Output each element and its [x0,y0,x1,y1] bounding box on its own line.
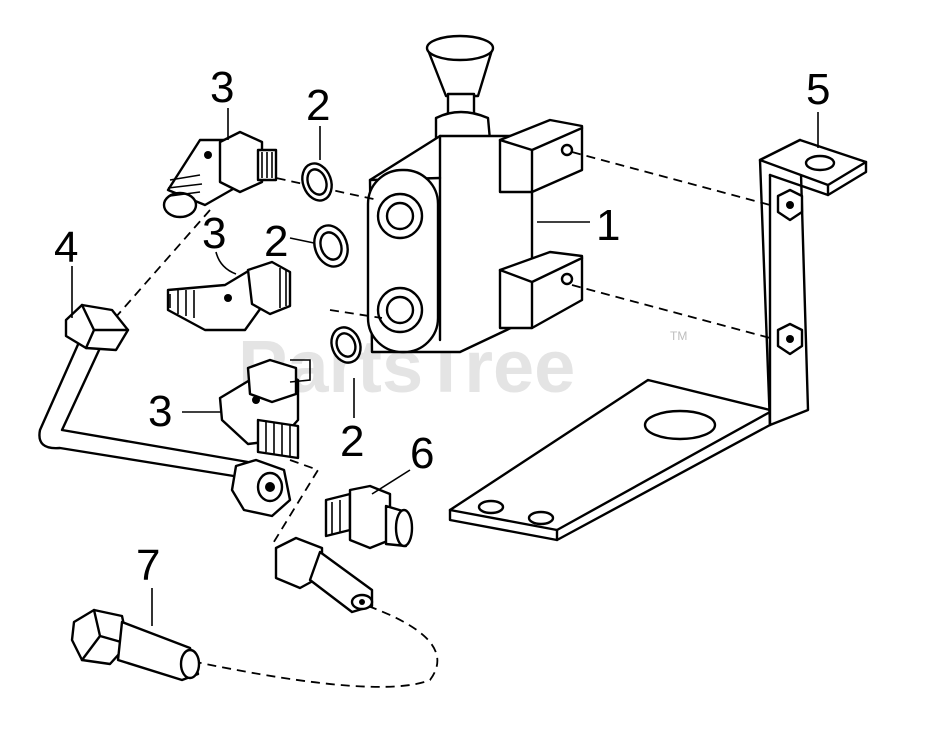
callout-3-bottom: 3 [148,387,172,436]
callout-3-middle: 3 [202,209,226,258]
callout-3-top: 3 [210,63,234,112]
callout-7: 7 [136,541,160,590]
callout-5: 5 [806,65,830,114]
callout-6: 6 [410,429,434,478]
hose-fitting-lower [70,608,201,682]
callout-1: 1 [596,201,620,250]
elbow-fitting-middle [166,260,292,332]
o-ring-bottom [330,326,362,364]
elbow-fitting-bottom [218,358,311,460]
callout-2-middle: 2 [264,217,288,266]
o-ring-top [301,162,333,202]
watermark-trademark: TM [670,329,687,343]
straight-fitting [324,484,414,550]
tube-assembly [38,303,292,518]
callout-4: 4 [54,223,78,272]
valve-body [366,34,584,354]
elbow-fitting-top [162,130,278,219]
hose-fitting-upper [274,536,374,614]
callout-2-bottom: 2 [340,417,364,466]
o-ring-middle [313,224,349,268]
mounting-bracket [448,138,868,542]
callout-2-top: 2 [306,81,330,130]
